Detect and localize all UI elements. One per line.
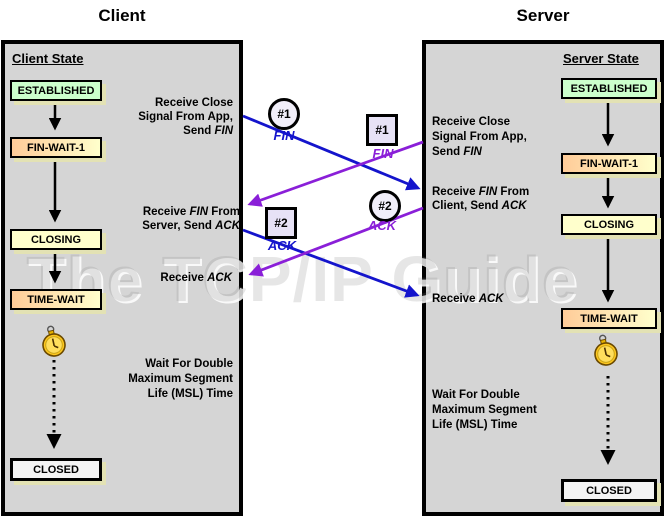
annotation-line: Client, Send ACK (432, 200, 527, 212)
client-fin-number-badge: #1 (268, 98, 300, 130)
server-state-time-wait: TIME-WAIT (561, 308, 657, 329)
client-state-fin-wait-1: FIN-WAIT-1 (10, 137, 102, 158)
annotation-line: Send FIN (183, 125, 233, 137)
server-ack-number-badge: #2 (369, 190, 401, 222)
client-state-header: Client State (12, 51, 84, 66)
annotation-line: Life (MSL) Time (432, 419, 518, 431)
annotation-line: Receive FIN From (142, 206, 240, 218)
client-state-established: ESTABLISHED (10, 80, 102, 101)
server-state-established: ESTABLISHED (561, 78, 657, 99)
client-annotation-wait-msl: Wait For Double Maximum Segment Life (MS… (83, 357, 233, 402)
client-state-time-wait: TIME-WAIT (10, 289, 102, 310)
annotation-line: Wait For Double (432, 389, 520, 401)
server-annotation-receive-ack: Receive ACK (432, 292, 582, 306)
server-title: Server (516, 6, 570, 25)
client-annotation-receive-fin: Receive FIN From Server, Send ACK (90, 205, 240, 233)
server-fin-number-badge: #1 (366, 114, 398, 146)
server-annotation-wait-msl: Wait For Double Maximum Segment Life (MS… (432, 388, 582, 433)
annotation-line: Send FIN (432, 146, 482, 158)
annotation-line: Maximum Segment (432, 404, 537, 416)
client-ack-label: ACK (267, 238, 297, 253)
client-title: Client (98, 6, 146, 25)
server-state-fin-wait-1: FIN-WAIT-1 (561, 153, 657, 174)
server-fin-segment-arrow (247, 140, 424, 207)
annotation-line: Receive Close (432, 116, 510, 128)
server-panel (422, 40, 664, 516)
client-fin-label: FIN (273, 128, 295, 143)
annotation-line: Receive FIN From (432, 186, 530, 198)
client-ack-segment-arrow (242, 228, 420, 298)
annotation-line: Maximum Segment (128, 373, 233, 385)
client-state-closed: CLOSED (10, 458, 102, 481)
server-ack-segment-arrow (248, 206, 424, 277)
server-annotation-receive-fin: Receive FIN From Client, Send ACK (432, 185, 582, 213)
server-annotation-receive-close: Receive Close Signal From App, Send FIN (432, 115, 582, 160)
client-panel (1, 40, 243, 516)
client-state-closing: CLOSING (10, 229, 102, 250)
annotation-line: Receive ACK (160, 272, 232, 284)
server-fin-label: FIN (372, 146, 394, 161)
annotation-line: Signal From App, (432, 131, 527, 143)
server-ack-label: ACK (367, 218, 397, 233)
stopwatch-icon (594, 334, 618, 366)
server-state-header: Server State (563, 51, 639, 66)
server-state-closing: CLOSING (561, 214, 657, 235)
client-fin-segment-arrow (242, 114, 421, 191)
annotation-line: Wait For Double (145, 358, 233, 370)
annotation-line: Receive Close (155, 97, 233, 109)
stopwatch-icon (42, 325, 66, 357)
annotation-line: Signal From App, (138, 111, 233, 123)
client-annotation-receive-ack: Receive ACK (82, 271, 232, 285)
server-state-closed: CLOSED (561, 479, 657, 502)
annotation-line: Life (MSL) Time (147, 388, 233, 400)
annotation-line: Receive ACK (432, 293, 504, 305)
client-ack-number-badge: #2 (265, 207, 297, 239)
client-annotation-receive-close: Receive Close Signal From App, Send FIN (83, 96, 233, 138)
annotation-line: Server, Send ACK (142, 220, 240, 232)
